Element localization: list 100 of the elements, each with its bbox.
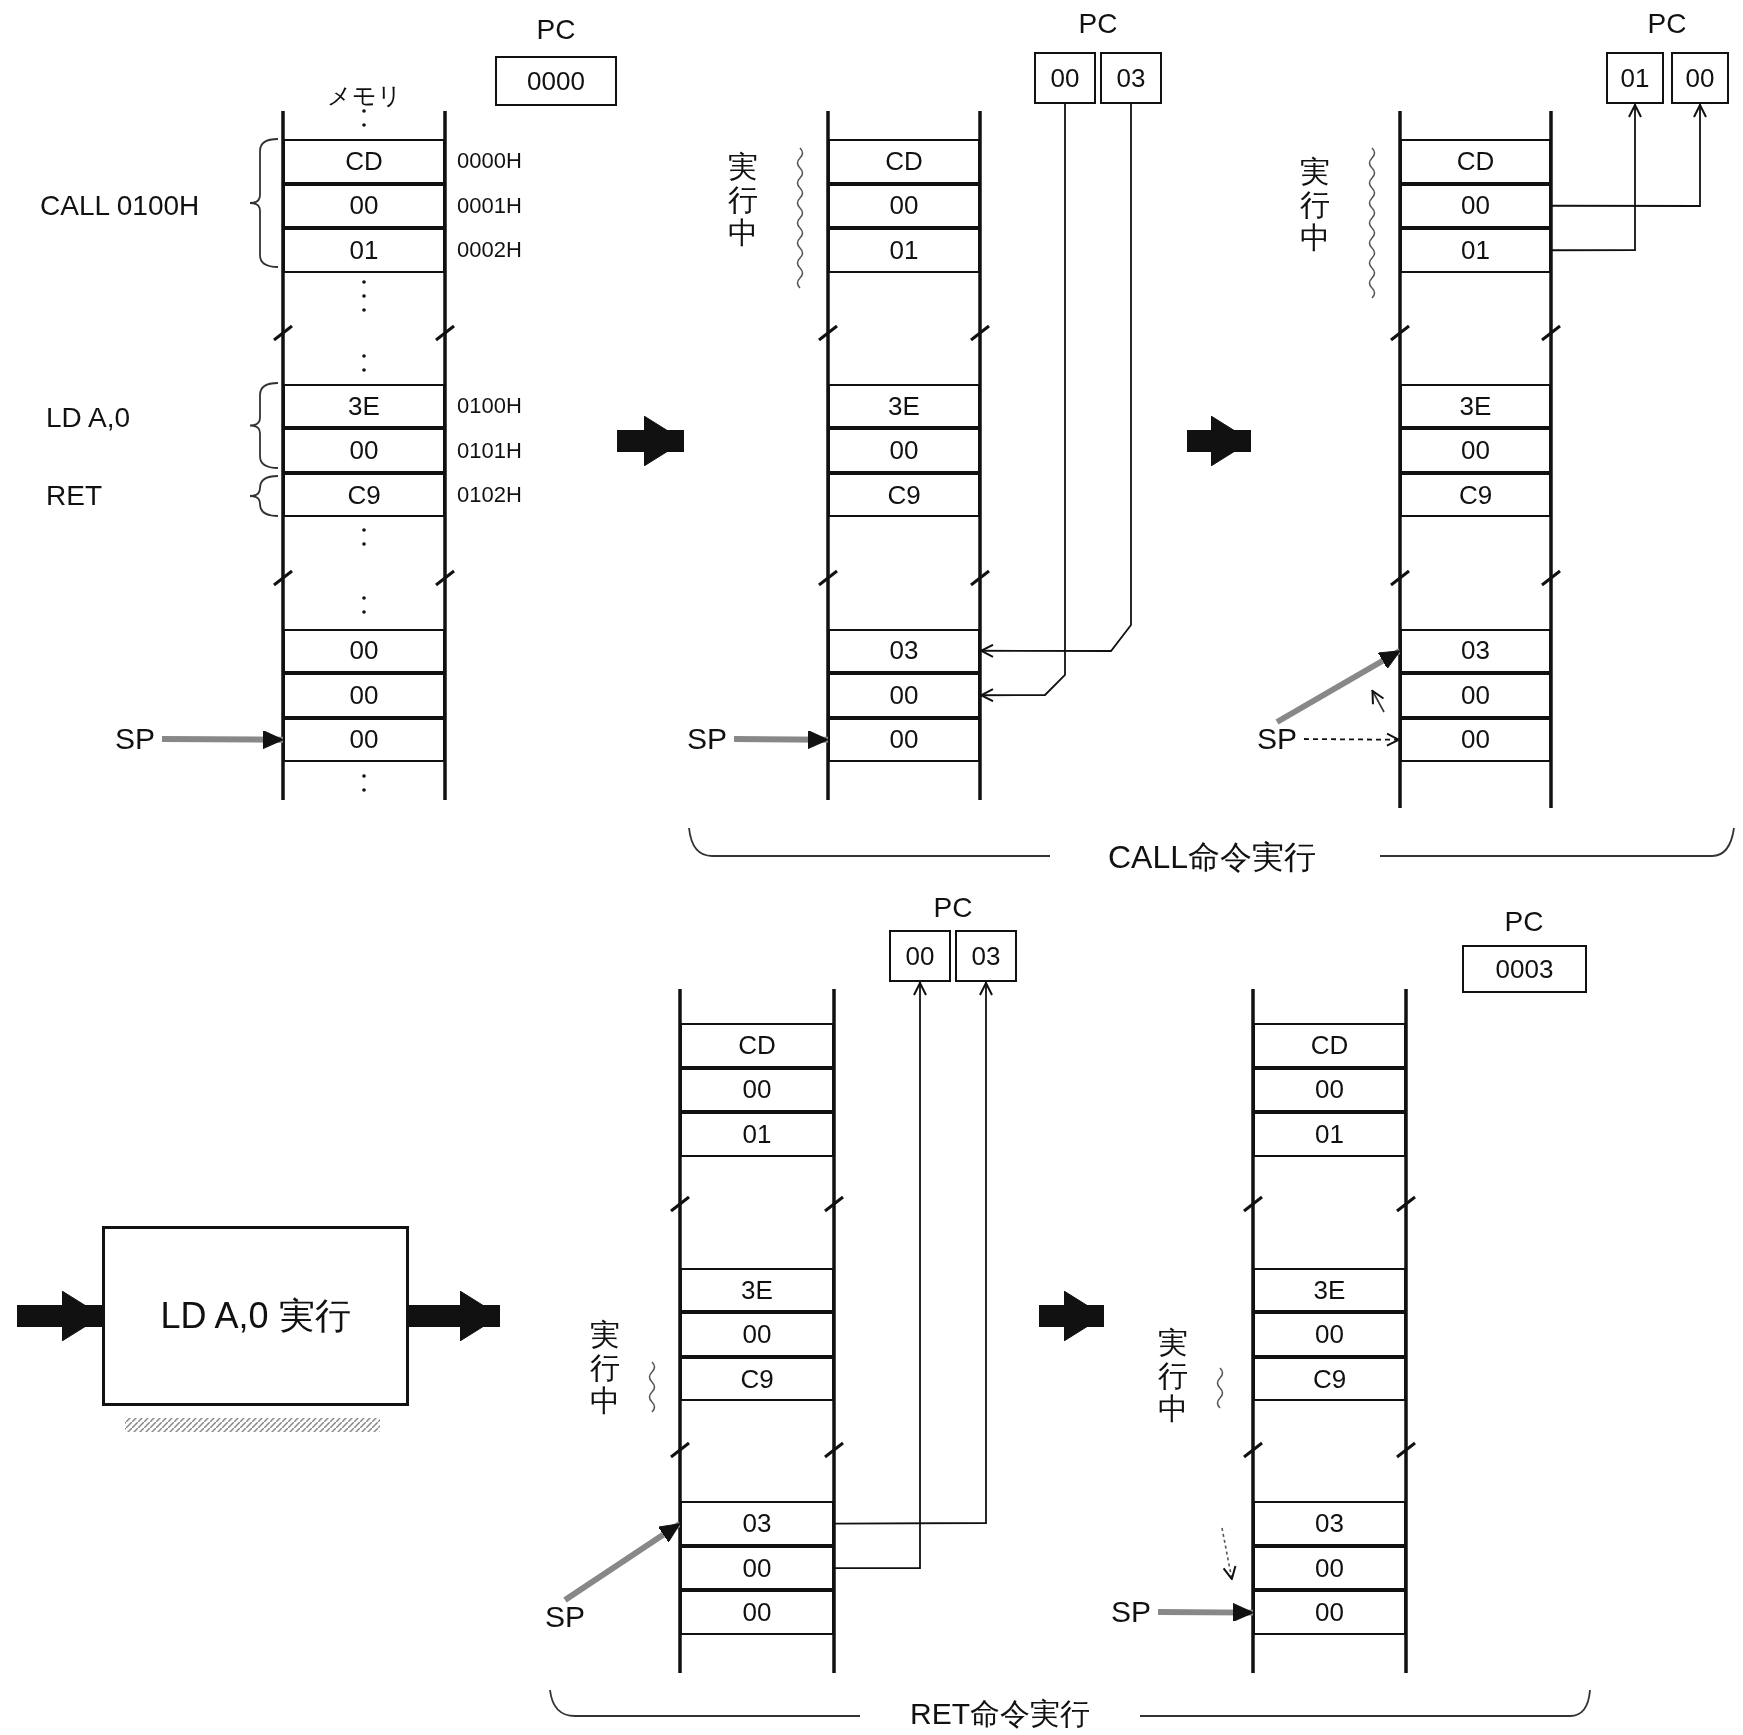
arrow (833, 981, 993, 1525)
memory-cell (1400, 383, 1551, 429)
register-value: 03 (1116, 62, 1146, 94)
register-label: SP (687, 722, 727, 756)
vertical-note: 実行中 (1158, 1326, 1188, 1425)
address-label: 0002H (457, 236, 522, 265)
memory-cell (680, 1501, 834, 1546)
register-box (889, 930, 951, 982)
memory-cell (680, 1545, 834, 1591)
memory-cell (283, 717, 445, 762)
cell-value: 3E (348, 390, 380, 422)
memory-cell (1400, 717, 1551, 762)
vertical-note: 実行中 (1300, 155, 1330, 254)
cell-value: 3E (888, 390, 920, 422)
label: PC (1503, 906, 1545, 938)
memory-cell (828, 428, 980, 473)
register-box (1606, 52, 1664, 104)
register-box (1671, 52, 1729, 104)
address-label: 0000H (457, 147, 522, 176)
memory-cell (1400, 472, 1551, 518)
cell-value: 03 (889, 635, 919, 667)
cell-value: 00 (1461, 190, 1490, 222)
register-value: 00 (1685, 62, 1715, 94)
step-arrow (409, 1290, 501, 1342)
memory-cell (680, 1312, 834, 1357)
process-text: LD A,0 実行 (160, 1293, 351, 1338)
register-value: 0003 (1495, 953, 1554, 985)
arrow (979, 103, 1066, 703)
memory-cell (1400, 228, 1551, 273)
memory-cell (1253, 1312, 1406, 1357)
register-value: 0000 (527, 65, 585, 97)
memory-cell (680, 1356, 834, 1402)
cell-value: 00 (742, 1319, 772, 1350)
arrow (1303, 732, 1401, 747)
label: LD A,0 (46, 402, 131, 434)
register-value: 01 (1620, 62, 1650, 94)
memory-cell (828, 228, 980, 273)
cell-value: 00 (1315, 1319, 1344, 1350)
cell-value: 00 (1461, 435, 1490, 466)
memory-cell (828, 183, 980, 228)
cell-value: 01 (889, 234, 919, 266)
memory-cell (1400, 139, 1551, 184)
address-label: 0001H (457, 191, 522, 220)
cell-value: CD (738, 1029, 776, 1061)
cell-value: C9 (1312, 1363, 1347, 1395)
memory-cell (828, 383, 980, 429)
cell-value: 03 (1461, 635, 1490, 667)
cell-value: CD (1310, 1029, 1349, 1061)
memory-cell (680, 1590, 834, 1635)
pointer-arrow (733, 730, 829, 750)
memory-cell (1253, 1067, 1406, 1112)
cell-value: 01 (349, 234, 379, 266)
register-value: 00 (1050, 62, 1080, 94)
cell-value: 00 (349, 190, 379, 222)
cell-value: 00 (889, 435, 919, 466)
memory-cell (1253, 1545, 1406, 1591)
arrow (979, 103, 1132, 658)
cell-value: 03 (1315, 1508, 1344, 1540)
process-box (102, 1226, 409, 1406)
cell-value: 00 (349, 435, 379, 466)
register-value: 03 (971, 940, 1001, 972)
cell-value: C9 (1458, 479, 1493, 511)
cell-value: 00 (1315, 1597, 1344, 1629)
register-box (495, 56, 617, 106)
cell-value: 03 (742, 1508, 772, 1540)
memory-cell (1400, 428, 1551, 473)
memory-cell (1253, 1023, 1406, 1068)
label: RET (46, 480, 102, 512)
step-arrow (17, 1290, 103, 1342)
cell-value: 3E (1459, 390, 1492, 422)
cell-value: C9 (740, 1363, 774, 1395)
cell-value: 00 (742, 1552, 772, 1584)
memory-cell (1400, 628, 1551, 673)
cell-value: 00 (349, 679, 379, 711)
cell-value: 00 (889, 679, 919, 711)
cell-value: CD (1456, 145, 1495, 177)
cell-value: 00 (1315, 1552, 1344, 1584)
register-value: 00 (905, 940, 935, 972)
memory-cell (283, 673, 445, 718)
memory-cell (283, 628, 445, 673)
memory-cell (828, 673, 980, 718)
address-label: 0101H (457, 436, 522, 465)
vertical-note: 実行中 (590, 1318, 620, 1417)
cell-value: 01 (1315, 1118, 1344, 1150)
arrow (833, 981, 927, 1570)
cell-value: 00 (742, 1074, 772, 1106)
memory-cell (1253, 1590, 1406, 1635)
cell-value: 00 (1315, 1074, 1344, 1106)
memory-cell (1253, 1112, 1406, 1157)
memory-cell (680, 1267, 834, 1313)
memory-cell (1253, 1356, 1406, 1402)
register-box (1100, 52, 1162, 104)
memory-cell (828, 628, 980, 673)
memory-cell (680, 1023, 834, 1068)
label: PC (535, 14, 577, 46)
memory-cell (1400, 183, 1551, 228)
memory-cell (1400, 673, 1551, 718)
label: CALL 0100H (40, 190, 200, 222)
memory-cell (828, 472, 980, 518)
memory-cell (828, 139, 980, 184)
